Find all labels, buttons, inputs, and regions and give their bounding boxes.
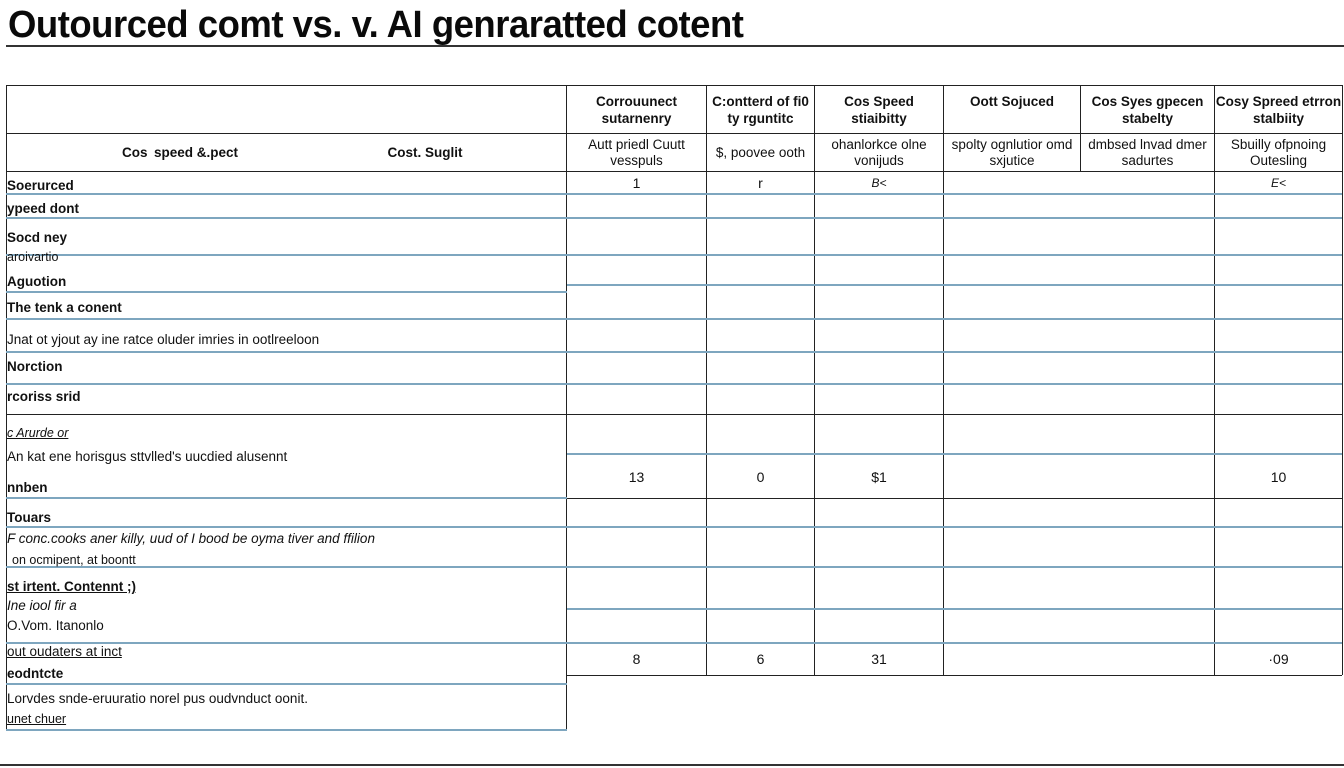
- row-label: Socd ney: [7, 230, 68, 245]
- subheader-divider: [6, 171, 1342, 172]
- column-subheader-5: dmbsed lnvad dmer sadurtes: [1088, 136, 1207, 168]
- row-rule: [6, 254, 1342, 256]
- column-header-3: Cos Speed stiaibitty: [844, 93, 914, 126]
- data-row-divider: [567, 498, 1342, 499]
- row-label: Soerurced: [7, 178, 74, 193]
- column-header-4: Oott Sojuced: [970, 93, 1054, 109]
- row-rule: [6, 729, 567, 731]
- column-divider: [943, 85, 944, 675]
- title-rule: [6, 45, 1344, 47]
- section-divider: [6, 414, 1342, 415]
- row-rule: [567, 608, 1342, 610]
- row-rule: [6, 291, 567, 293]
- data-cell: 10: [1270, 468, 1287, 485]
- row-label: aroivartio: [7, 250, 59, 264]
- header-divider: [6, 133, 1342, 134]
- row-label: st irtent. Contennt ;): [7, 579, 136, 594]
- page-bottom-rule: [0, 764, 1344, 766]
- data-cell: [1081, 172, 1214, 194]
- data-cell: 0: [756, 468, 765, 485]
- row-label: unet chuer: [7, 712, 67, 726]
- column-header-2: C:ontterd of fi0 ty rguntitc: [712, 93, 809, 126]
- column-subheader-4: spolty ognlutior omd sxjutice: [951, 136, 1073, 168]
- label-column-border: [566, 85, 567, 731]
- data-cell: E<: [1270, 176, 1286, 190]
- row-rule: [6, 642, 1342, 644]
- data-cell: [944, 172, 1080, 194]
- data-cell: 31: [871, 651, 887, 667]
- row-rule: [6, 383, 1342, 385]
- data-cell: [944, 455, 1214, 498]
- row-label: O.Vom. Itanonlo: [7, 618, 104, 633]
- column-subheader-3: ohanlorkce olne vonijuds: [831, 136, 927, 168]
- row-label: Jnat ot yjout ay ine ratce oluder imries…: [7, 332, 320, 347]
- table-top-border: [6, 85, 1342, 86]
- data-cell: B<: [871, 176, 887, 190]
- row-label: Lorvdes snde-eruuratio norel pus oudvndu…: [7, 691, 308, 706]
- column-divider: [706, 85, 707, 675]
- row-rule: [567, 453, 1342, 455]
- row-label: An kat ene horisgus sttvlled's uucdied a…: [7, 449, 288, 464]
- row-label: c Arurde or: [7, 426, 69, 440]
- data-cell: 1: [632, 175, 641, 191]
- column-header-5: Cos Syes gpecen stabelty: [1091, 93, 1204, 126]
- document-title: Outourced comt vs. v. AI genraratted cot…: [8, 4, 744, 46]
- row-label: eodntcte: [7, 666, 64, 681]
- data-bottom-border: [567, 675, 1342, 676]
- row-rule: [6, 497, 567, 499]
- data-cell: ·09: [1268, 651, 1289, 667]
- row-label: The tenk a conent: [7, 300, 122, 315]
- column-subheader-6: Sbuilly ofpnoing Outesling: [1230, 136, 1327, 168]
- column-subheader-1: Autt priedl Cuutt vesspuls: [588, 136, 685, 168]
- row-label: on ocmipent, at boontt: [12, 553, 136, 567]
- row-label: ypeed dont: [7, 201, 80, 216]
- row-rule: [6, 193, 1342, 195]
- row-rule: [567, 284, 1342, 286]
- column-header-6: Cosy Spreed etrron stalbiity: [1215, 93, 1342, 126]
- data-cell: $1: [871, 468, 887, 485]
- row-label: Aguotion: [7, 274, 67, 289]
- row-rule: [6, 351, 1342, 353]
- left-subheader-cost-speed: Cos speed &.pect: [122, 144, 238, 160]
- row-label: F conc.cooks aner killy, uud of I bood b…: [7, 531, 375, 546]
- column-divider: [1214, 85, 1215, 675]
- row-rule: [6, 683, 567, 685]
- data-cell: 6: [756, 651, 765, 667]
- column-subheader-2: $, poovee ooth: [715, 144, 806, 160]
- row-label: Ine iool fir a: [7, 598, 77, 613]
- data-cell: [944, 643, 1214, 675]
- row-rule: [6, 566, 1342, 568]
- row-rule: [6, 217, 1342, 219]
- data-cell: r: [758, 175, 763, 191]
- header-column-divider: [1080, 85, 1081, 171]
- row-rule: [6, 526, 1342, 528]
- column-divider: [814, 85, 815, 675]
- row-rule: [6, 318, 1342, 320]
- left-subheader-cost-sugit: Cost. Suglit: [387, 144, 463, 160]
- row-label: out oudaters at inct: [7, 644, 122, 659]
- row-label: rcoriss srid: [7, 389, 81, 404]
- table-right-border: [1342, 85, 1343, 675]
- table-left-border: [6, 85, 7, 731]
- data-cell: 8: [632, 651, 641, 667]
- column-header-1: Corrouunect sutarnenry: [596, 93, 677, 126]
- data-cell: 13: [628, 468, 645, 485]
- row-label: nnben: [7, 480, 48, 495]
- row-label: Norction: [7, 359, 63, 374]
- row-label: Touars: [7, 510, 52, 525]
